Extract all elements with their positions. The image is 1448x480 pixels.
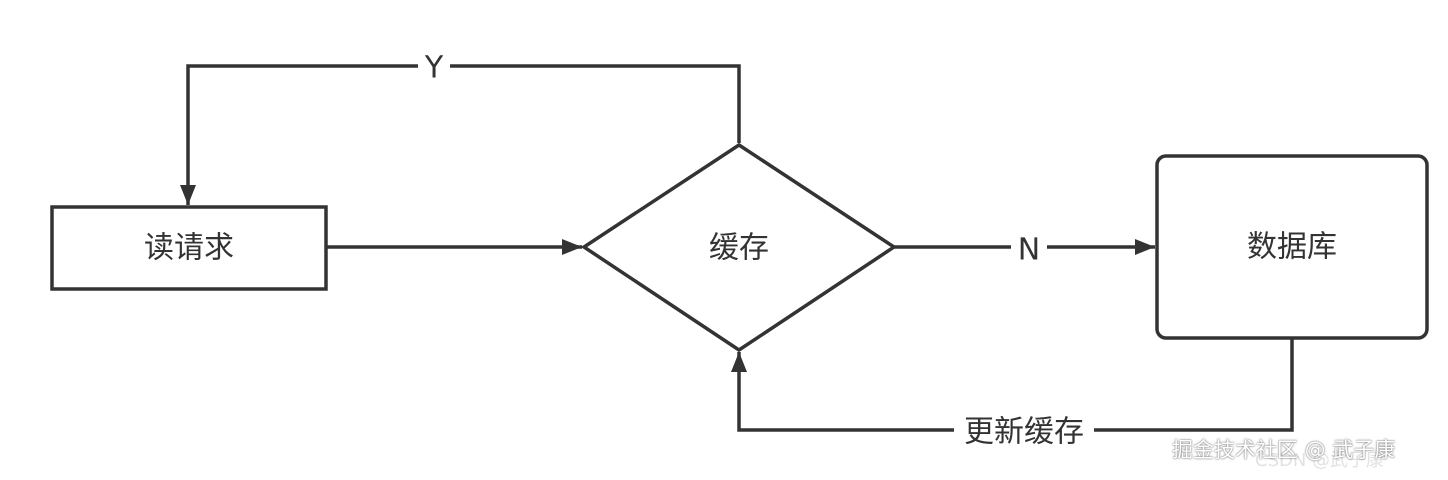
read-request-label: 读请求 bbox=[144, 231, 234, 266]
edge-cache-miss-label: N bbox=[1018, 233, 1040, 268]
cache-label: 缓存 bbox=[709, 231, 769, 266]
watermark: 掘金技术社区 @ 武子康 bbox=[1172, 438, 1396, 462]
edge-cache-miss-label-bg bbox=[1011, 231, 1047, 265]
read-request-box bbox=[50, 205, 328, 291]
read-request-node: 读请求 bbox=[50, 205, 328, 291]
edge-cache-hit bbox=[180, 64, 741, 205]
database-node: 数据库 bbox=[1155, 154, 1429, 340]
watermark-ghost: CSDN @武子康 bbox=[1255, 450, 1385, 471]
cache-node: 缓存 bbox=[580, 142, 898, 353]
database-label: 数据库 bbox=[1247, 230, 1337, 265]
cache-diamond bbox=[580, 142, 898, 353]
edge-update-cache-label-bg bbox=[954, 412, 1094, 450]
edge-update-cache-label: 更新缓存 bbox=[964, 415, 1084, 450]
edge-cache-hit-label: Y bbox=[424, 51, 444, 86]
edge-cache-hit-label-bg bbox=[418, 50, 450, 84]
